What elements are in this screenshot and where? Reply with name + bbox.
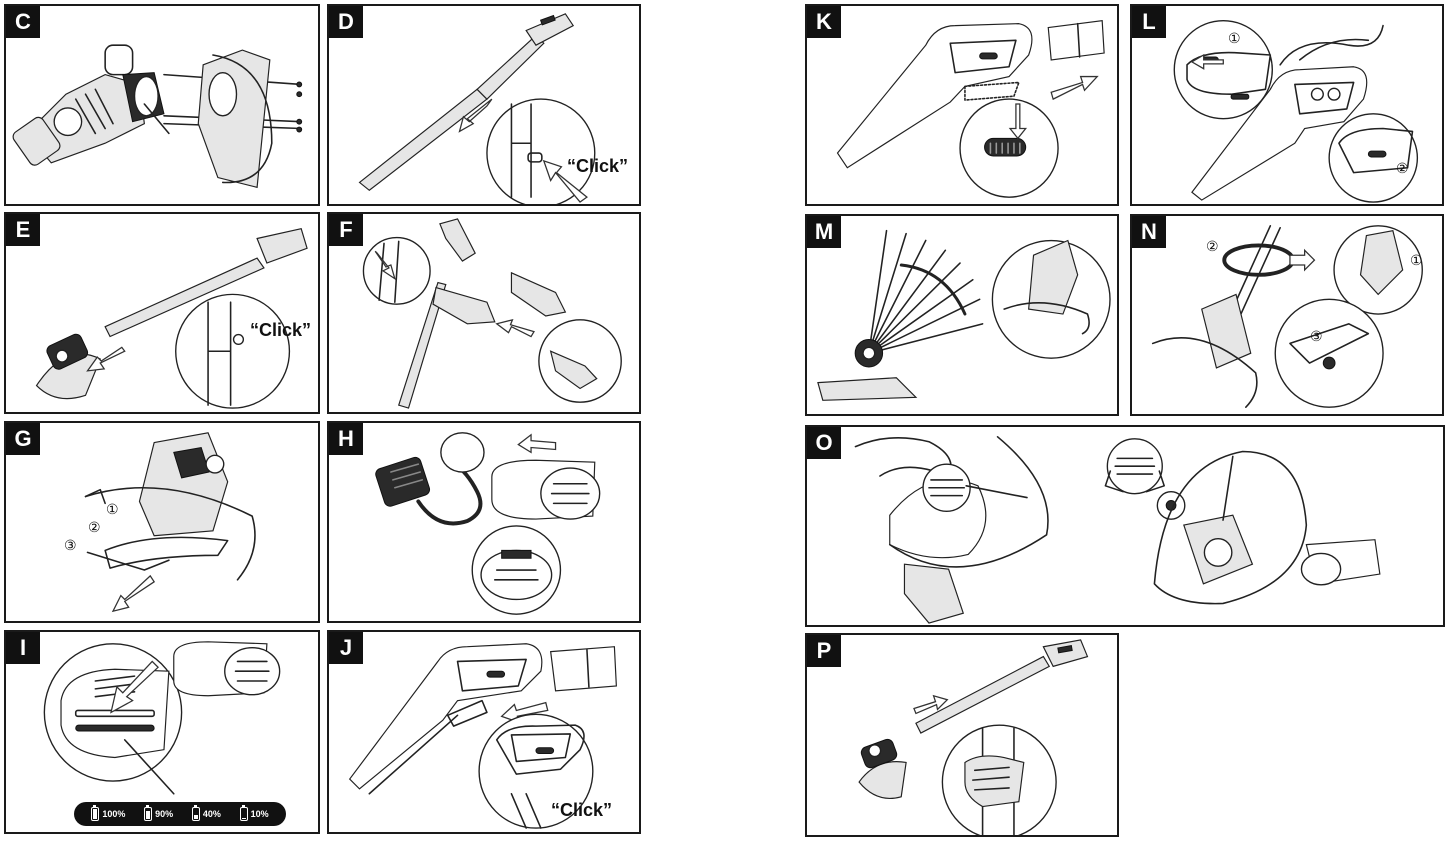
panel-label: N	[1132, 216, 1166, 248]
panel-e: E “Click”	[4, 212, 320, 414]
panel-h: H	[327, 421, 641, 623]
auxiliary-handle-illustration	[362, 218, 622, 409]
panel-c: C	[4, 4, 320, 206]
panel-label: I	[6, 632, 40, 664]
battery-icon	[144, 805, 153, 821]
panel-label: D	[329, 6, 363, 38]
panel-label: M	[807, 216, 841, 248]
step-marker-2: ②	[88, 519, 101, 535]
edge-guide-illustration	[84, 432, 256, 613]
battery-insert-illustration	[348, 643, 617, 829]
battery-level-text: 90%	[155, 809, 174, 819]
panel-label: P	[807, 635, 841, 667]
head-rotation-illustration	[1151, 225, 1423, 408]
battery-level-text: 10%	[250, 809, 269, 819]
click-callout: “Click”	[551, 800, 613, 820]
switch-operation-illustration	[1173, 20, 1419, 203]
panel-o: O	[805, 425, 1445, 627]
panel-d: D “Click”	[327, 4, 641, 206]
panel-label: L	[1132, 6, 1166, 38]
panel-m: M	[805, 214, 1119, 416]
battery-charging-illustration	[375, 432, 601, 615]
battery-icon	[239, 805, 248, 821]
step-marker-2: ②	[1396, 160, 1409, 176]
battery-level-text: 40%	[202, 809, 221, 819]
battery-level-90: 90%	[144, 805, 174, 821]
shaft-assembly-illustration	[358, 13, 596, 204]
battery-icon	[191, 805, 200, 821]
battery-icon	[91, 805, 100, 821]
panel-label: E	[6, 214, 40, 246]
head-angle-adjust-illustration	[817, 229, 1111, 401]
panel-i: I 100% 90% 40% 10%	[4, 630, 320, 834]
trimmer-guard-assembly-illustration	[12, 44, 303, 189]
battery-level-10: 10%	[239, 805, 269, 821]
panel-p: P	[805, 633, 1119, 837]
battery-level-legend: 100% 90% 40% 10%	[74, 802, 286, 826]
step-marker-1: ①	[1228, 30, 1241, 46]
step-marker-3: ③	[64, 537, 77, 553]
battery-release-illustration	[836, 20, 1105, 198]
panel-label: G	[6, 423, 40, 455]
panel-g: G ① ② ③	[4, 421, 320, 623]
battery-level-40: 40%	[191, 805, 221, 821]
battery-indicator-illustration	[43, 641, 281, 795]
panel-k: K	[805, 4, 1119, 206]
panel-label: O	[807, 427, 841, 459]
battery-level-text: 100%	[102, 809, 126, 819]
step-marker-2: ②	[1206, 238, 1219, 254]
spool-replacement-illustration	[854, 436, 1381, 624]
click-callout: “Click”	[567, 156, 629, 176]
panel-label: J	[329, 632, 363, 664]
disassembly-illustration	[858, 639, 1089, 835]
panel-label: F	[329, 214, 363, 246]
panel-l: L ① ②	[1130, 4, 1444, 206]
shaft-to-head-assembly-illustration	[35, 228, 308, 409]
step-marker-1: ①	[1410, 252, 1423, 268]
panel-label: K	[807, 6, 841, 38]
panel-n: N ① ② ③	[1130, 214, 1444, 416]
step-marker-3: ③	[1310, 328, 1323, 344]
panel-f: F	[327, 212, 641, 414]
click-callout: “Click”	[250, 320, 312, 340]
panel-label: C	[6, 6, 40, 38]
step-marker-1: ①	[106, 501, 119, 517]
panel-label: H	[329, 423, 363, 455]
panel-j: J “Click”	[327, 630, 641, 834]
battery-level-100: 100%	[91, 805, 126, 821]
